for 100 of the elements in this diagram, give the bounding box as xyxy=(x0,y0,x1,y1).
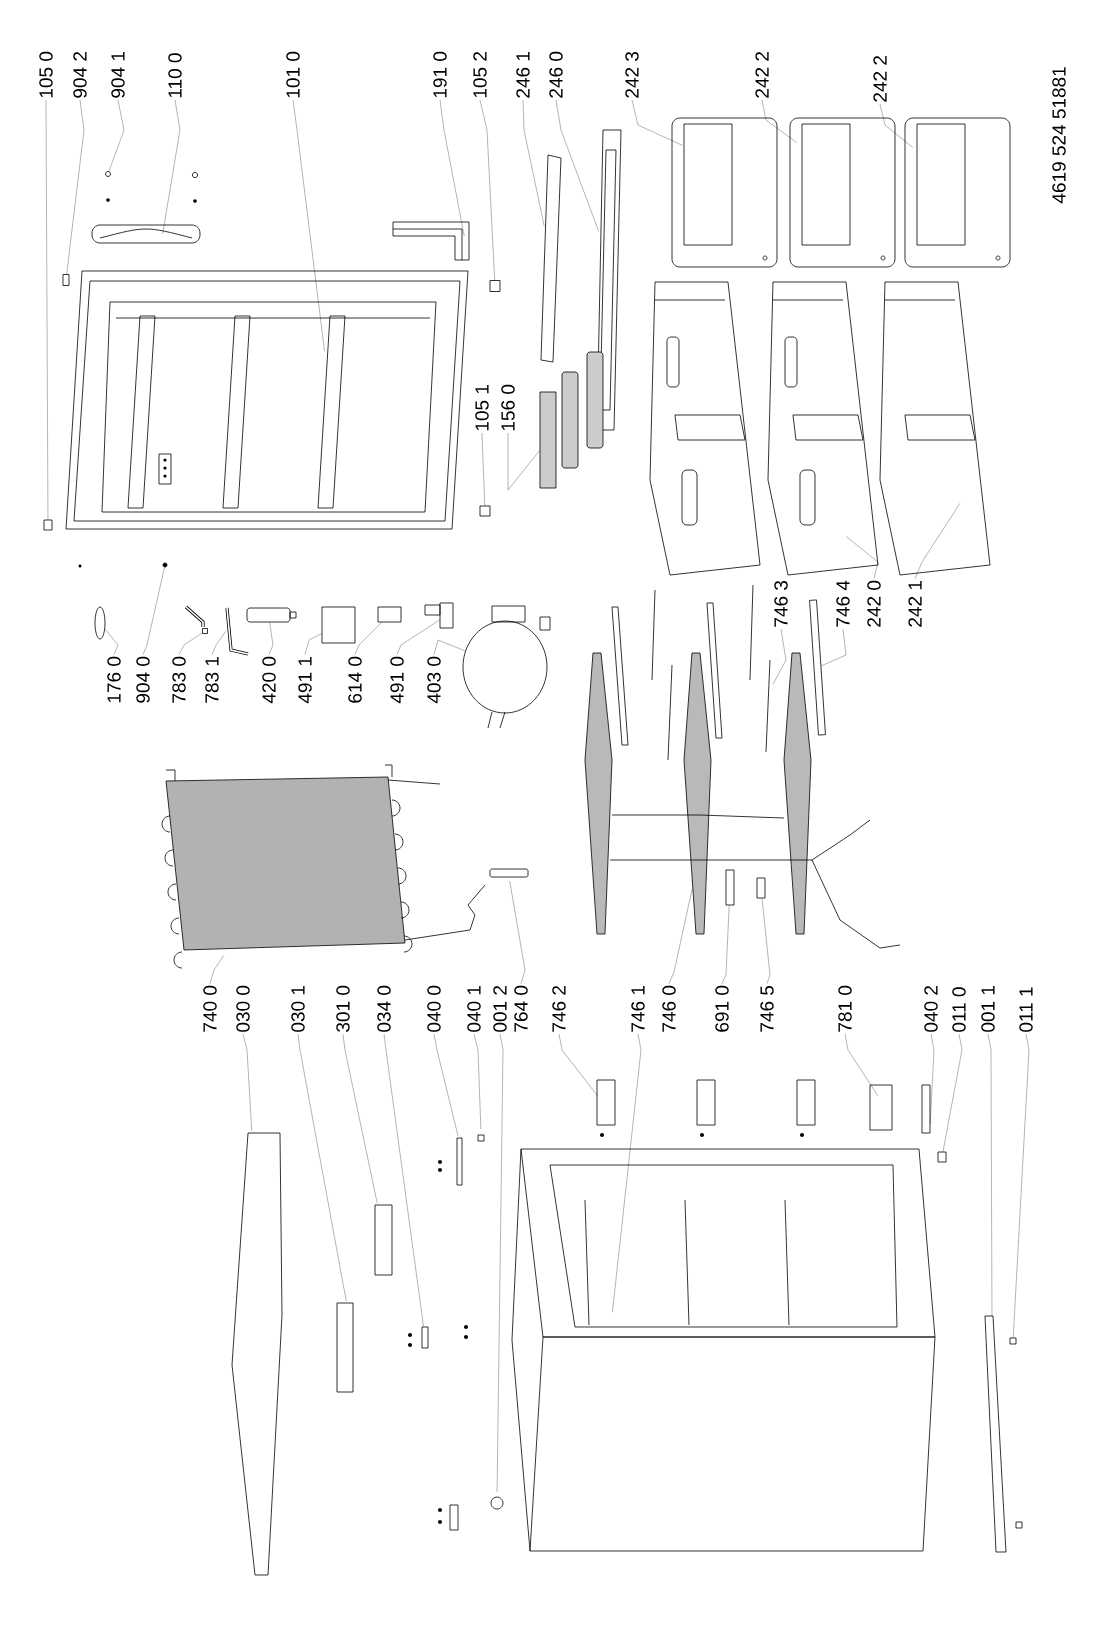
callout-number: 110 0 xyxy=(168,53,182,98)
leader-line xyxy=(396,619,440,655)
round-part xyxy=(462,620,548,714)
callout-number: 040 0 xyxy=(427,985,441,1032)
round-part xyxy=(162,562,168,568)
callout-number: 242 0 xyxy=(867,580,881,627)
callout-number: 904 2 xyxy=(73,52,87,98)
callout-number: 746 0 xyxy=(662,985,676,1032)
leader-line xyxy=(555,99,599,232)
callout-number: 403 0 xyxy=(427,656,441,704)
callout-number: 746 1 xyxy=(631,986,645,1032)
leader-line xyxy=(433,1033,459,1137)
leader-line xyxy=(354,622,382,655)
leader-line xyxy=(845,536,879,579)
part-outline xyxy=(937,1151,947,1163)
leader-line xyxy=(209,955,224,984)
leader-line xyxy=(481,432,485,506)
leader-line xyxy=(987,1033,993,1317)
callout-number: 746 3 xyxy=(774,580,788,627)
part-outline xyxy=(439,602,454,629)
callout-number: 764 0 xyxy=(514,985,528,1032)
part-outline xyxy=(756,877,766,899)
callout-number: 491 1 xyxy=(298,657,312,704)
callout-number: 246 1 xyxy=(516,52,530,98)
leader-line xyxy=(439,99,465,237)
leader-line xyxy=(1013,1033,1030,1338)
callout-number: 156 0 xyxy=(501,384,515,431)
callout-number: 301 0 xyxy=(336,985,350,1032)
callout-number: 614 0 xyxy=(348,656,362,703)
part-outline xyxy=(489,280,501,292)
leader-line xyxy=(479,99,495,281)
leader-line xyxy=(433,639,466,655)
callout-number: 105 0 xyxy=(39,51,53,98)
part-outline xyxy=(43,519,53,531)
round-part xyxy=(94,606,106,640)
leader-line xyxy=(930,1033,935,1125)
callout-number: 191 0 xyxy=(433,51,447,98)
callout-number: 040 1 xyxy=(467,986,481,1032)
callout-number: 746 5 xyxy=(760,985,774,1032)
leader-line xyxy=(162,99,181,235)
callout-number: 242 2 xyxy=(873,56,887,102)
leader-line xyxy=(821,628,847,666)
callout-number: 691 0 xyxy=(715,985,729,1032)
leader-line xyxy=(879,103,914,148)
leader-line xyxy=(558,1033,598,1096)
part-outline xyxy=(725,869,735,906)
leader-line xyxy=(297,1033,347,1302)
part-outline xyxy=(539,391,557,489)
leader-line xyxy=(631,99,683,146)
callout-number: 491 0 xyxy=(390,656,404,704)
callout-number: 242 1 xyxy=(908,581,922,627)
callout-number: 783 1 xyxy=(205,657,219,703)
leader-line xyxy=(242,1033,252,1132)
round-part xyxy=(105,171,111,177)
leader-line xyxy=(473,1033,481,1130)
leader-line xyxy=(942,1033,963,1152)
leader-line xyxy=(509,880,526,984)
callout-number: 746 2 xyxy=(552,986,566,1032)
part-outline xyxy=(421,1326,429,1349)
callout-number: 740 0 xyxy=(203,985,217,1032)
callout-number: 030 1 xyxy=(291,986,305,1032)
cylinder-part xyxy=(246,607,291,623)
leader-line xyxy=(721,905,730,984)
leader-line xyxy=(772,628,787,685)
leader-line xyxy=(383,1033,424,1327)
callout-number: 034 0 xyxy=(377,985,391,1032)
callout-number: 011 0 xyxy=(952,987,966,1032)
callout-number: 746 4 xyxy=(836,580,850,627)
callout-number: 242 3 xyxy=(625,51,639,98)
callout-number: 904 0 xyxy=(136,656,150,703)
callout-number: 904 1 xyxy=(111,52,125,98)
leader-line xyxy=(844,1033,878,1096)
leader-line xyxy=(211,631,226,655)
callout-number: 105 2 xyxy=(473,52,487,98)
part-outline xyxy=(62,274,70,286)
leader-line xyxy=(304,633,322,655)
leader-line xyxy=(761,898,771,984)
leader-line xyxy=(496,1033,504,1493)
part-outline xyxy=(1009,1337,1017,1345)
callout-number: 001 2 xyxy=(493,986,507,1032)
leader-line xyxy=(142,567,165,655)
leader-line xyxy=(522,99,545,227)
callout-number: 011 1 xyxy=(1019,987,1033,1032)
callout-number: 420 0 xyxy=(262,656,276,704)
part-outline xyxy=(377,606,402,623)
leader-line xyxy=(108,99,125,172)
leader-line xyxy=(178,632,203,655)
callout-number: 001 1 xyxy=(981,986,995,1032)
leader-line xyxy=(342,1033,378,1204)
callout-number: 030 0 xyxy=(236,985,250,1032)
callout-number: 040 2 xyxy=(924,986,938,1032)
callout-number: 101 0 xyxy=(286,51,300,98)
leader-line xyxy=(612,1033,642,1313)
leader-line xyxy=(761,99,797,143)
strip-part xyxy=(809,599,826,736)
part-outline xyxy=(202,628,208,634)
leader-line xyxy=(104,629,119,655)
callout-number: 176 0 xyxy=(107,656,121,703)
callout-number: 105 1 xyxy=(475,385,489,431)
callout-number: 246 0 xyxy=(549,51,563,98)
